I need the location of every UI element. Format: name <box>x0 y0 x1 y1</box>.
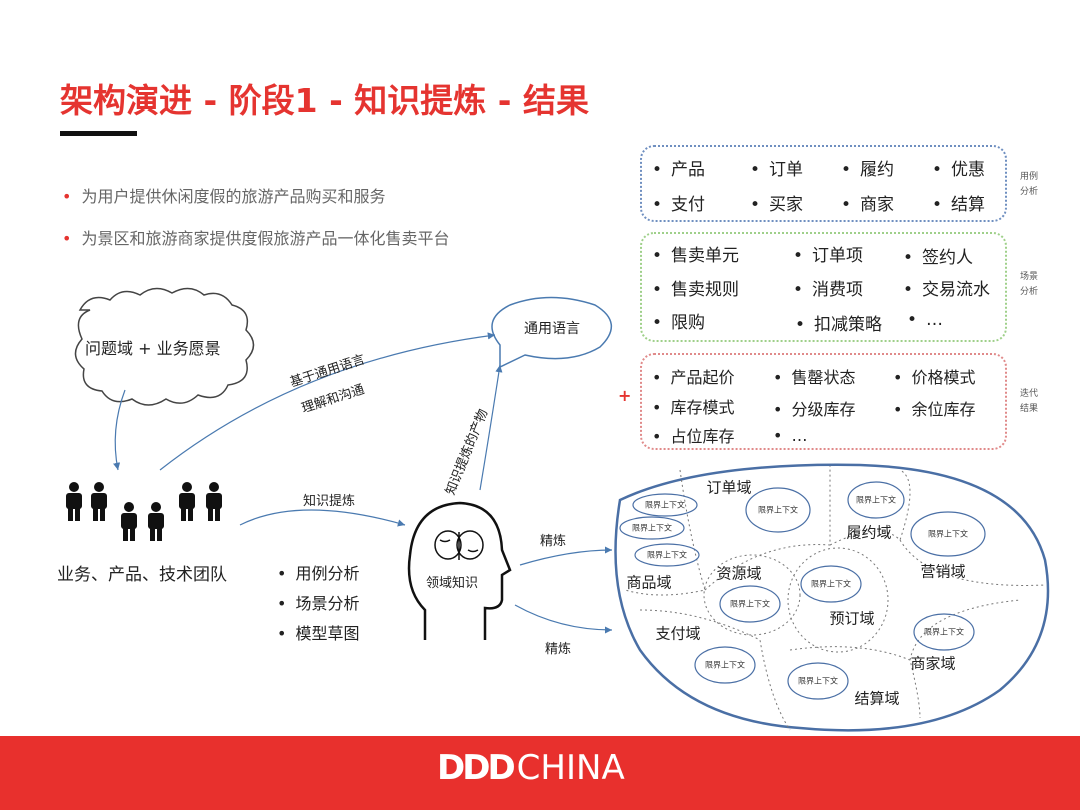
bounded-context: 限界上下文 <box>632 523 672 533</box>
bounded-context: 限界上下文 <box>928 529 968 539</box>
domain-map-outline <box>614 463 1050 732</box>
domain-label: 履约域 <box>846 523 892 542</box>
scenario-item: 售卖规则 <box>652 275 739 300</box>
domain-label: 预订域 <box>829 609 875 628</box>
cloud-label: 问题域 + 业务愿景 <box>85 339 221 358</box>
iteration-item: 价格模式 <box>893 364 975 388</box>
logo-text: CHINA <box>516 748 625 788</box>
bounded-context: 限界上下文 <box>798 676 838 686</box>
intro-text: 为用户提供休闲度假的旅游产品购买和服务 <box>81 187 386 206</box>
domain-label: 资源域 <box>716 564 762 583</box>
method-item: 场景分析 <box>277 590 359 614</box>
speech-bubble-shape <box>491 296 612 369</box>
iteration-item: 分级库存 <box>773 396 855 420</box>
bounded-context: 限界上下文 <box>924 627 964 637</box>
usecase-item: 履约 <box>841 155 894 180</box>
iteration-item: 占位库存 <box>652 423 734 447</box>
method-item: 模型草图 <box>277 620 359 644</box>
iteration-box <box>640 353 1007 450</box>
intro-bullet: •为景区和旅游商家提供度假旅游产品一体化售卖平台 <box>62 229 450 248</box>
brain-icon <box>434 530 484 560</box>
scenario-item: 消费项 <box>793 275 863 300</box>
usecase-item: 结算 <box>932 190 985 215</box>
scenario-box <box>640 232 1007 342</box>
method-item: 用例分析 <box>277 560 359 584</box>
bounded-context: 限界上下文 <box>856 495 896 505</box>
domain-label: 订单域 <box>706 478 752 497</box>
domain-label: 商品域 <box>626 573 672 592</box>
scenario-item: 交易流水 <box>903 275 990 300</box>
bounded-context: 限界上下文 <box>811 579 851 589</box>
iteration-side-label: 迭代结果 <box>1020 389 1039 414</box>
scenario-item: … <box>907 310 943 330</box>
cloud-shape <box>74 287 255 406</box>
plus-icon: + <box>618 386 632 405</box>
refine-label: 精炼 <box>545 642 572 657</box>
iteration-item: … <box>773 426 807 445</box>
usecase-item: 优惠 <box>932 155 985 180</box>
footer-bar <box>0 736 1080 810</box>
usecase-item: 商家 <box>841 190 894 215</box>
usecase-side-label: 用例分析 <box>1020 172 1039 197</box>
scenario-item: 限购 <box>652 308 705 333</box>
iteration-item: 余位库存 <box>893 396 975 420</box>
head-outline <box>407 501 512 640</box>
scenario-item: 签约人 <box>903 243 973 268</box>
scenario-item: 订单项 <box>793 241 863 266</box>
team-label: 业务、产品、技术团队 <box>57 565 227 585</box>
domain-label: 支付域 <box>655 624 701 643</box>
bounded-context: 限界上下文 <box>647 550 687 560</box>
usecase-item: 产品 <box>652 155 705 180</box>
title-underline <box>60 131 137 136</box>
iteration-item: 产品起价 <box>652 364 734 388</box>
bounded-context: 限界上下文 <box>730 599 770 609</box>
usecase-item: 买家 <box>750 190 803 215</box>
iteration-item: 售罄状态 <box>773 364 855 388</box>
usecase-item: 支付 <box>652 190 705 215</box>
head-label: 领域知识 <box>426 576 479 591</box>
bounded-context: 限界上下文 <box>645 500 685 510</box>
logo-bold: DDD <box>437 748 516 788</box>
bounded-context: 限界上下文 <box>758 505 798 515</box>
refine-label: 精炼 <box>540 534 567 549</box>
scenario-side-label: 场景分析 <box>1020 272 1039 297</box>
bubble-label: 通用语言 <box>524 321 580 337</box>
usecase-item: 订单 <box>750 155 803 180</box>
iteration-item: 库存模式 <box>652 394 734 418</box>
intro-text: 为景区和旅游商家提供度假旅游产品一体化售卖平台 <box>81 229 450 248</box>
domain-label: 商家域 <box>910 654 956 673</box>
page-title: 架构演进 - 阶段1 - 知识提炼 - 结果 <box>60 81 589 120</box>
scenario-item: 扣减策略 <box>795 310 882 335</box>
arrow-label: 知识提炼 <box>303 494 356 509</box>
domain-label: 营销域 <box>920 562 966 581</box>
people-icons <box>66 482 222 541</box>
usecase-box <box>640 145 1007 222</box>
bounded-context: 限界上下文 <box>705 660 745 670</box>
domain-label: 结算域 <box>854 689 900 708</box>
scenario-item: 售卖单元 <box>652 241 739 266</box>
intro-bullet: •为用户提供休闲度假的旅游产品购买和服务 <box>62 187 386 206</box>
